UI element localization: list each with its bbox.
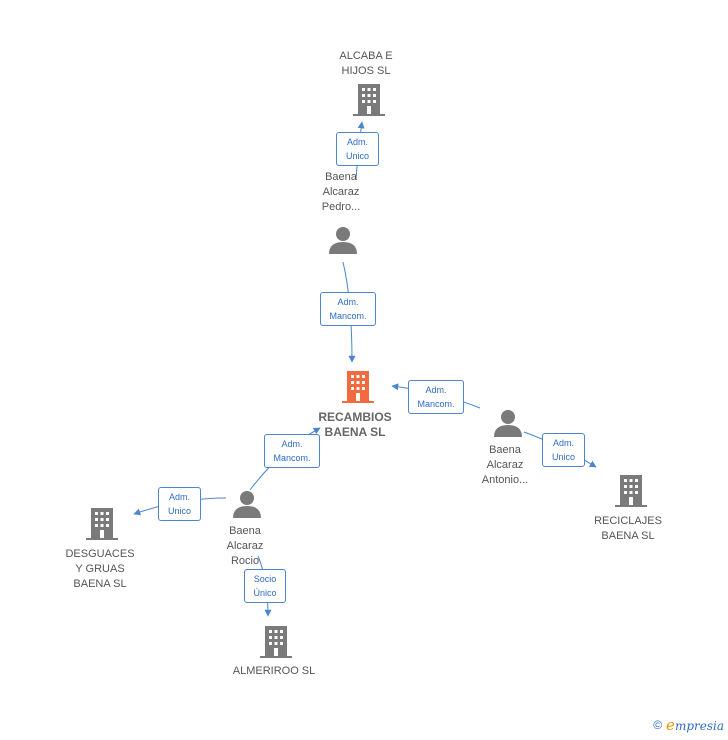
logo-rest: mpresia	[674, 719, 724, 733]
node-antonio-label[interactable]: Baena Alcaraz Antonio...	[481, 444, 529, 486]
edge-label-rocio-recambios: Adm. Mancom.	[264, 434, 320, 468]
copyright-symbol: ©	[653, 718, 663, 732]
node-almeriroo-label[interactable]: ALMERIROO SL	[232, 665, 316, 677]
building-icon	[86, 508, 118, 540]
node-recambios-label[interactable]: RECAMBIOS BAENA SL	[318, 410, 392, 439]
building-icon	[615, 475, 647, 507]
person-icon	[329, 227, 357, 254]
edge-label-rocio-desguaces: Adm. Unico	[158, 487, 201, 521]
building-icon	[260, 626, 292, 658]
edge-label-antonio-recambios: Adm. Mancom.	[408, 380, 464, 414]
edge-label-pedro-recambios: Adm. Mancom.	[320, 292, 376, 326]
logo-e: e	[666, 716, 675, 734]
node-desguaces-label[interactable]: DESGUACES Y GRUAS BAENA SL	[65, 548, 135, 590]
empresia-logo[interactable]: empresia	[666, 716, 724, 734]
person-icon	[233, 491, 261, 518]
building-icon	[353, 84, 385, 116]
building-icon-center	[342, 371, 374, 403]
edge-label-antonio-reciclajes: Adm. Unico	[542, 433, 585, 467]
edge-label-pedro-alcaba: Adm. Unico	[336, 132, 379, 166]
node-reciclajes-label[interactable]: RECICLAJES BAENA SL	[594, 515, 662, 542]
footer-brand: © empresia	[653, 716, 724, 734]
edge-label-rocio-almeriroo: Socio Único	[244, 569, 286, 603]
node-alcaba-label[interactable]: ALCABA E HIJOS SL	[339, 50, 393, 77]
person-icon	[494, 410, 522, 437]
node-pedro-label[interactable]: Baena Alcaraz Pedro...	[321, 171, 361, 213]
node-rocio-label[interactable]: Baena Alcaraz Rocio	[226, 525, 264, 567]
